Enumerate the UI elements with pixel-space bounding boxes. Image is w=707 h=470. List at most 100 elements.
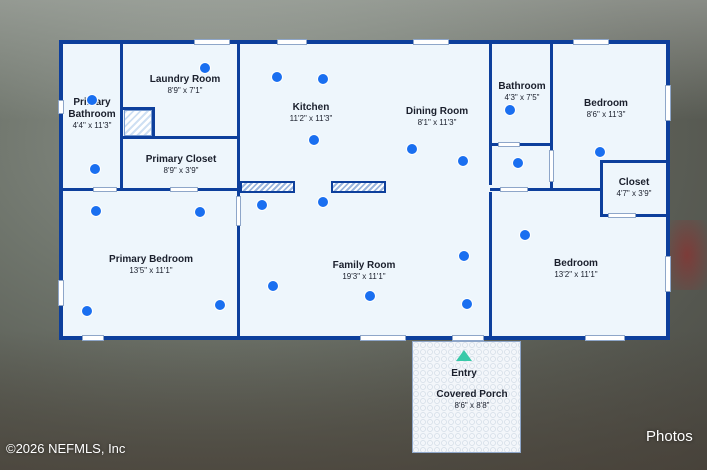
window <box>585 335 625 341</box>
entry-marker-icon <box>456 350 472 361</box>
photo-hotspot[interactable] <box>594 146 606 158</box>
room-name: Dining Room <box>405 106 469 117</box>
room-dims: 8'9" x 3'9" <box>163 166 199 175</box>
room-dims: 8'6" x 11'3" <box>586 110 626 119</box>
room-name: Kitchen <box>292 102 330 113</box>
room-name: Primary Bedroom <box>109 254 193 265</box>
room-label-family-room: Family Room 19'3" x 11'1" <box>333 260 396 282</box>
photo-hotspot[interactable] <box>90 205 102 217</box>
photo-hotspot[interactable] <box>317 196 329 208</box>
window <box>413 39 449 45</box>
room-dims: 13'5" x 11'1" <box>129 266 173 275</box>
wall-closet-top <box>600 160 667 163</box>
photo-hotspot[interactable] <box>271 71 283 83</box>
wall-laundry-closet <box>120 136 238 139</box>
photo-hotspot[interactable] <box>504 104 516 116</box>
room-label-closet: Closet 4'7" x 3'9" <box>617 177 652 199</box>
photo-hotspot[interactable] <box>406 143 418 155</box>
laundry-hatch <box>124 110 152 136</box>
room-label-covered-porch: Covered Porch 8'6" x 8'8" <box>436 389 507 411</box>
room-label-laundry-room: Laundry Room 8'9" x 7'1" <box>150 74 221 96</box>
room-dims: 19'3" x 11'1" <box>342 272 386 281</box>
wall-dining-bath <box>489 42 492 185</box>
room-name: Primary Closet <box>145 154 217 165</box>
photo-hotspot[interactable] <box>86 94 98 106</box>
wall-bath-laundry <box>120 42 123 190</box>
window <box>194 39 230 45</box>
room-dims: 8'9" x 7'1" <box>167 86 203 95</box>
room-name: Bedroom <box>554 258 598 269</box>
room-dims: 8'1" x 11'3" <box>417 118 457 127</box>
wall-hatch <box>152 107 155 138</box>
room-label-entry: Entry <box>451 368 477 380</box>
photo-hotspot[interactable] <box>256 199 268 211</box>
wall-closet-left <box>600 160 603 217</box>
kitchen-counter-right <box>331 181 386 193</box>
photo-hotspot[interactable] <box>519 229 531 241</box>
window <box>665 256 671 292</box>
photo-hotspot[interactable] <box>364 290 376 302</box>
photo-hotspot[interactable] <box>267 280 279 292</box>
doorway <box>170 187 198 192</box>
room-label-primary-closet: Primary Closet 8'9" x 3'9" <box>146 154 217 176</box>
room-label-dining-room: Dining Room 8'1" x 11'3" <box>406 106 468 128</box>
background-photo-detail <box>667 220 707 290</box>
room-label-bedroom: Bedroom 13'2" x 11'1" <box>554 258 598 280</box>
wall-family-bedroom <box>489 192 492 338</box>
photo-hotspot[interactable] <box>512 157 524 169</box>
wall-right <box>666 40 670 340</box>
copyright-text: ©2026 NEFMLS, Inc <box>6 441 126 456</box>
entry-door <box>452 335 484 341</box>
photo-hotspot[interactable] <box>458 250 470 262</box>
doorway <box>500 187 528 192</box>
room-dims: 4'7" x 3'9" <box>616 189 652 198</box>
wall-hatch-top <box>122 107 154 110</box>
window <box>573 39 609 45</box>
photo-hotspot[interactable] <box>194 206 206 218</box>
photo-hotspot[interactable] <box>461 298 473 310</box>
wall-bath-bedroom <box>550 42 553 190</box>
window <box>665 85 671 121</box>
photos-button[interactable]: Photos <box>646 428 693 445</box>
room-label-primary-bedroom: Primary Bedroom 13'5" x 11'1" <box>109 254 193 276</box>
wall-bedroom-top <box>62 188 240 191</box>
wall-top <box>59 40 670 44</box>
window <box>360 335 406 341</box>
room-name: Covered Porch <box>436 389 508 400</box>
background-photo-bottom <box>0 330 707 470</box>
room-dims: 8'6" x 8'8" <box>454 401 490 410</box>
wall-left <box>59 40 63 340</box>
photo-hotspot[interactable] <box>214 299 226 311</box>
photo-hotspot[interactable] <box>317 73 329 85</box>
doorway <box>236 196 241 226</box>
photo-hotspot[interactable] <box>89 163 101 175</box>
doorway <box>93 187 117 192</box>
room-label-bathroom: Bathroom 4'3" x 7'5" <box>498 81 545 103</box>
photo-hotspot[interactable] <box>457 155 469 167</box>
wall-bath-bottom <box>490 143 552 146</box>
window <box>277 39 307 45</box>
room-dims: 13'2" x 11'1" <box>554 270 598 279</box>
doorway <box>608 213 636 218</box>
room-name: Closet <box>618 177 650 188</box>
wall-laundry-kitchen <box>237 42 240 338</box>
room-name: Bathroom <box>498 81 546 92</box>
photo-hotspot[interactable] <box>199 62 211 74</box>
room-name: Bedroom <box>584 98 628 109</box>
kitchen-counter-left <box>240 181 295 193</box>
photo-hotspot[interactable] <box>81 305 93 317</box>
room-dims: 11'2" x 11'3" <box>289 114 333 123</box>
room-label-kitchen: Kitchen 11'2" x 11'3" <box>290 102 333 124</box>
window <box>58 100 64 114</box>
doorway <box>549 150 554 182</box>
photo-hotspot[interactable] <box>308 134 320 146</box>
room-dims: 4'3" x 7'5" <box>504 93 540 102</box>
room-label-bedroom: Bedroom 8'6" x 11'3" <box>584 98 628 120</box>
wall-hall-bottom <box>490 188 600 191</box>
room-dims: 4'4" x 11'3" <box>72 121 112 130</box>
room-name: Family Room <box>332 260 396 271</box>
doorway <box>498 142 520 147</box>
room-name: Entry <box>451 368 477 379</box>
window <box>58 280 64 306</box>
